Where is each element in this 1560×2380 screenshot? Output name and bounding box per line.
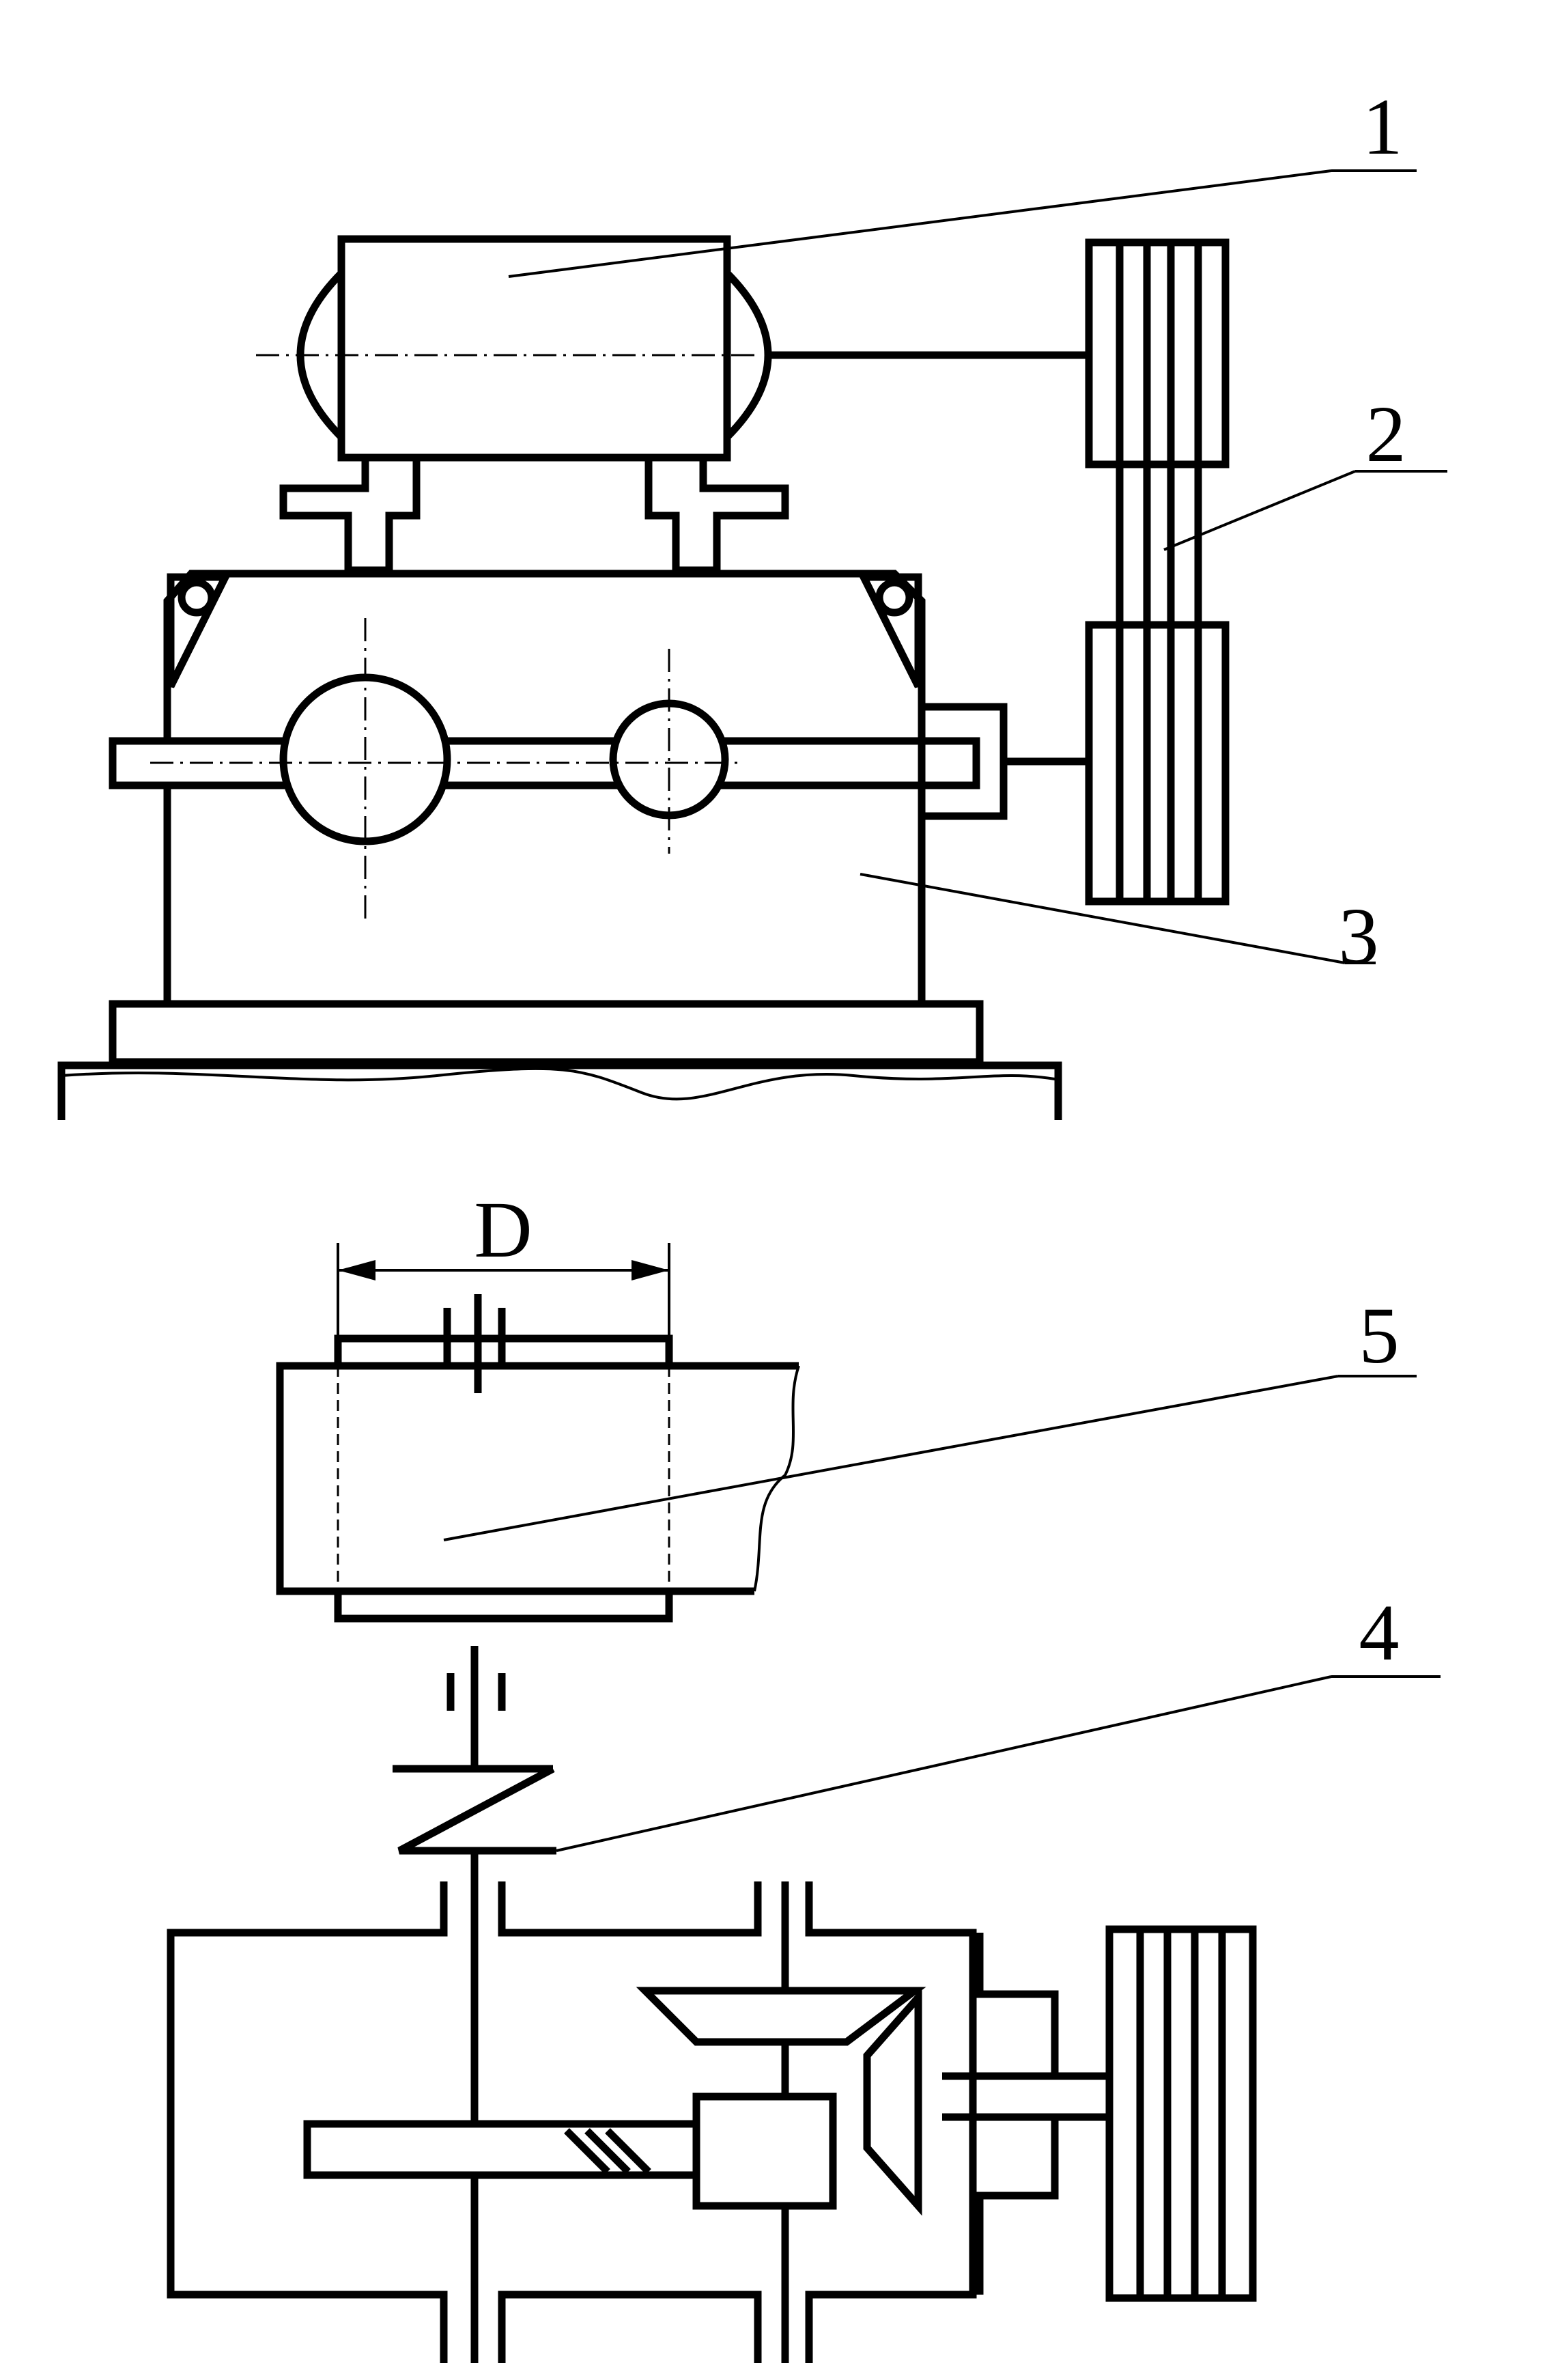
- gearbox-shaft: [109, 618, 1089, 922]
- belt-drive: [1085, 238, 1230, 906]
- gearbox-housing: [57, 570, 1062, 1120]
- label-1: 1: [1363, 82, 1403, 171]
- leader-lines: [443, 169, 1447, 1852]
- output-drive: [942, 1925, 1257, 2302]
- dimension-d: D: [337, 1185, 670, 1345]
- dimension-label: D: [474, 1185, 532, 1274]
- electric-motor: [256, 235, 772, 462]
- part-labels: 1 2 3 4 5: [1339, 82, 1406, 1677]
- label-2: 2: [1366, 389, 1406, 479]
- drum: [276, 1294, 800, 1623]
- top-assembly: [57, 235, 1230, 1120]
- label-3: 3: [1339, 891, 1379, 981]
- label-5: 5: [1359, 1291, 1400, 1380]
- gearbox-schematic: [167, 1881, 977, 2363]
- label-4: 4: [1359, 1588, 1400, 1677]
- bottom-assembly: D: [167, 1185, 1257, 2363]
- motor-mounts: [279, 458, 789, 574]
- coupling-and-shaft: [393, 1646, 556, 2363]
